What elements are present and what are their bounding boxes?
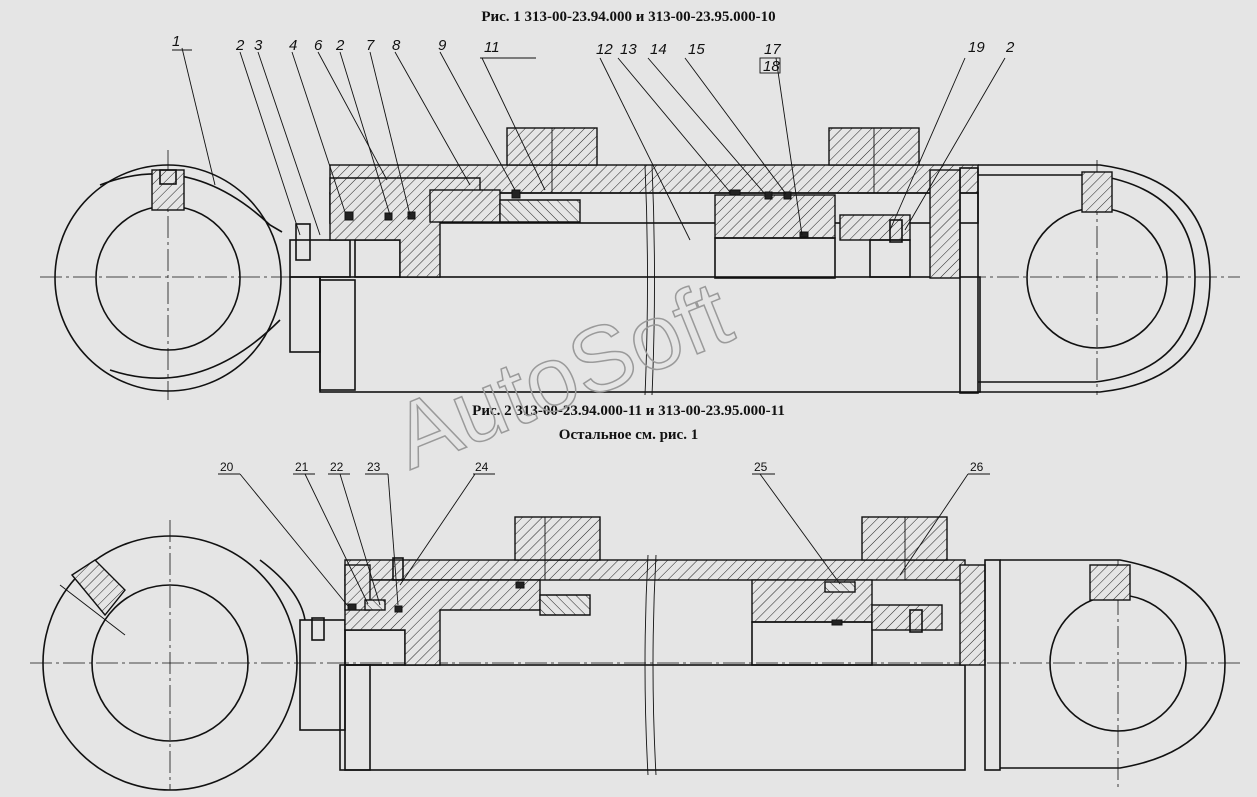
callout-20: 20 xyxy=(220,460,234,474)
callout-1: 1 xyxy=(172,33,180,50)
figure-2-callouts: 20 21 22 23 24 25 26 xyxy=(220,460,984,474)
callout-18: 18 xyxy=(763,58,780,75)
callout-11: 11 xyxy=(484,39,500,56)
callout-2a: 2 xyxy=(235,37,245,54)
figure-2-title: Рис. 2 313-00-23.94.000-11 и 313-00-23.9… xyxy=(472,403,785,419)
callout-2c: 2 xyxy=(1005,39,1015,56)
callout-15: 15 xyxy=(688,41,705,58)
callout-3: 3 xyxy=(254,37,263,54)
callout-2b: 2 xyxy=(335,37,345,54)
figure-1-callouts: 1 2 3 4 6 2 7 8 9 11 12 13 14 15 17 18 1… xyxy=(172,33,1015,75)
callout-17: 17 xyxy=(764,41,781,58)
callout-22: 22 xyxy=(330,460,344,474)
callout-21: 21 xyxy=(295,460,309,474)
callout-23: 23 xyxy=(367,460,381,474)
callout-4: 4 xyxy=(289,37,297,54)
callout-9: 9 xyxy=(438,37,447,54)
callout-7: 7 xyxy=(366,37,375,54)
callout-8: 8 xyxy=(392,37,401,54)
callout-13: 13 xyxy=(620,41,637,58)
callout-14: 14 xyxy=(650,41,667,58)
callout-24: 24 xyxy=(475,460,489,474)
figure-1-title: Рис. 1 313-00-23.94.000 и 313-00-23.95.0… xyxy=(481,9,776,25)
callout-26: 26 xyxy=(970,460,984,474)
figure-2-drawing: 20 21 22 23 24 25 26 xyxy=(30,460,1240,791)
callout-25: 25 xyxy=(754,460,768,474)
callout-6: 6 xyxy=(314,37,323,54)
callout-12: 12 xyxy=(596,41,613,58)
figure-2-note: Остальное см. рис. 1 xyxy=(558,427,699,443)
watermark-logo: AutoSoft xyxy=(379,262,744,489)
figure-1-drawing: 1 2 3 4 6 2 7 8 9 11 12 13 14 15 17 18 1… xyxy=(40,33,1240,400)
callout-19: 19 xyxy=(968,39,985,56)
